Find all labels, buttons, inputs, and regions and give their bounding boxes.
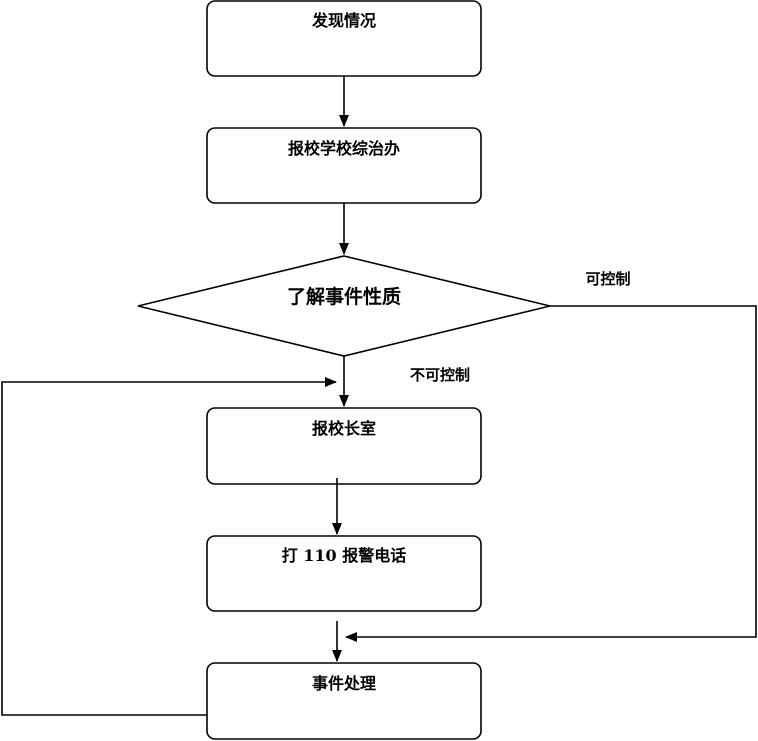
node-discover-label: 发现情况 [311,11,376,30]
edge-label-controllable: 可控制 [585,270,630,288]
node-report-principal: 报校长室 [206,407,482,485]
node-report-office: 报校学校综治办 [206,127,482,204]
node-handle-label: 事件处理 [312,674,376,693]
node-report-office-label: 报校学校综治办 [288,139,400,158]
node-decision: 了解事件性质 [137,255,551,357]
edge-decision-controllable-path [345,305,757,642]
node-report-principal-label: 报校长室 [312,419,376,438]
node-decision-label: 了解事件性质 [287,285,401,308]
edge-handle-feedback-loop [1,377,337,716]
node-call-police: 打 110 报警电话 [206,535,482,612]
node-call-police-label: 打 110 报警电话 [282,546,407,565]
edge-label-uncontrollable: 不可控制 [410,366,470,384]
node-discover: 发现情况 [206,0,482,77]
node-handle: 事件处理 [206,662,482,740]
